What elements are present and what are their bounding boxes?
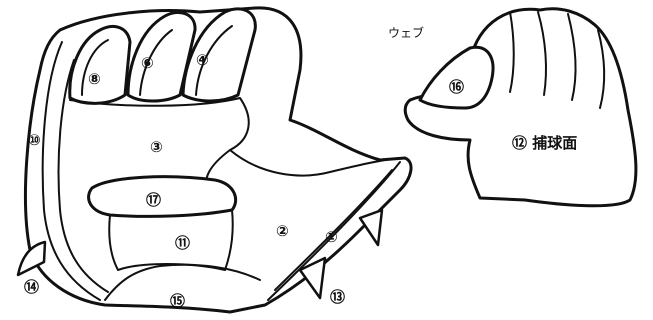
label-12-catching-face: ⑫ 捕球面 <box>512 134 577 152</box>
label-10: ⑩ <box>28 131 41 149</box>
label-17: ⑰ <box>146 191 161 209</box>
label-2: ② <box>276 222 289 240</box>
label-3: ③ <box>150 138 163 156</box>
label-web: ウェブ <box>388 25 424 40</box>
label-16: ⑯ <box>449 78 464 96</box>
label-15: ⑮ <box>170 292 185 310</box>
label-1: ① <box>325 228 338 246</box>
glove-back-view <box>18 8 411 312</box>
finger-pad-17 <box>89 177 236 217</box>
label-6: ⑥ <box>141 54 154 72</box>
label-4: ④ <box>196 51 209 69</box>
glove-palm-view <box>405 9 636 206</box>
label-13: ⑬ <box>330 288 345 306</box>
label-8: ⑧ <box>88 70 101 88</box>
label-14: ⑭ <box>24 278 39 296</box>
label-11: ⑪ <box>175 234 190 252</box>
